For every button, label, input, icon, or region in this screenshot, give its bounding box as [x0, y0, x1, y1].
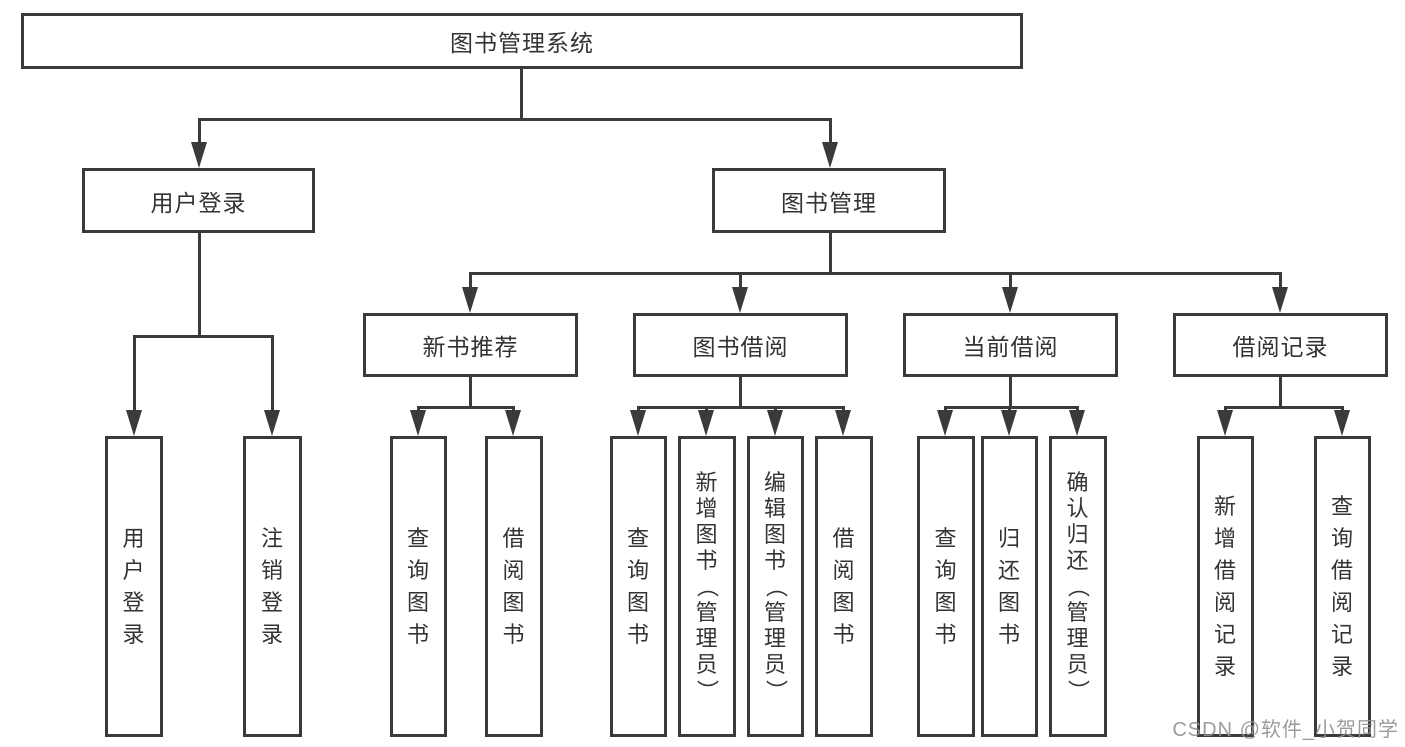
- connector-root-stub: [519, 67, 523, 121]
- node-current-borrow-label: 当前借阅: [962, 334, 1059, 360]
- connector-book-management-branch: [468, 272, 1282, 275]
- leaf-add-books-admin-label: 新增图书（管理员）: [694, 469, 720, 703]
- node-borrow-record: 借阅记录: [1173, 313, 1388, 377]
- leaf-edit-books-admin: 编辑图书（管理员）: [747, 436, 804, 737]
- arrow-to-query-record: [1334, 406, 1351, 436]
- leaf-edit-books-admin-label: 编辑图书（管理员）: [763, 469, 789, 703]
- leaf-query-borrow-record-label: 查询借阅记录: [1330, 493, 1354, 679]
- arrow-to-current-borrow: [1001, 272, 1019, 313]
- leaf-borrow-borrow-books-label: 借阅图书: [832, 525, 856, 647]
- leaf-logout: 注销登录: [243, 436, 302, 737]
- arrow-to-book-management: [821, 118, 839, 168]
- arrow-to-borrow-record: [1271, 272, 1289, 313]
- leaf-add-books-admin: 新增图书（管理员）: [678, 436, 736, 737]
- arrow-to-return-books: [1001, 406, 1018, 436]
- connector-current-borrow-stub: [1008, 377, 1012, 409]
- node-user-login-label: 用户登录: [150, 189, 247, 216]
- leaf-return-books-label: 归还图书: [997, 525, 1021, 647]
- arrow-to-user-login: [190, 118, 208, 168]
- node-new-book-recommend: 新书推荐: [363, 313, 578, 377]
- connector-borrow-record-branch: [1224, 406, 1344, 409]
- connector-borrow-record-stub: [1279, 377, 1282, 409]
- node-root-label: 图书管理系统: [450, 30, 594, 56]
- leaf-borrow-borrow-books: 借阅图书: [815, 436, 873, 737]
- arrow-to-confirm-return: [1069, 406, 1086, 436]
- connector-user-login-stub: [197, 233, 201, 338]
- arrow-to-add-books: [698, 406, 715, 436]
- node-book-borrow: 图书借阅: [633, 313, 848, 377]
- leaf-newbook-borrow-books: 借阅图书: [485, 436, 543, 737]
- connector-new-book-stub: [468, 377, 472, 409]
- leaf-newbook-query-books-label: 查询图书: [406, 525, 430, 647]
- leaf-borrow-query-books: 查询图书: [610, 436, 667, 737]
- arrow-to-add-record: [1217, 406, 1234, 436]
- node-book-borrow-label: 图书借阅: [692, 334, 789, 360]
- arrow-to-current-query: [937, 406, 954, 436]
- leaf-newbook-borrow-books-label: 借阅图书: [502, 525, 526, 647]
- node-current-borrow: 当前借阅: [903, 313, 1118, 377]
- leaf-add-borrow-record: 新增借阅记录: [1197, 436, 1254, 737]
- leaf-logout-label: 注销登录: [260, 525, 284, 647]
- connector-user-login-branch: [132, 335, 274, 338]
- arrow-to-leaf-logout: [263, 335, 281, 436]
- leaf-user-login: 用户登录: [105, 436, 163, 737]
- arrow-to-newbook-borrow: [505, 406, 522, 436]
- node-root: 图书管理系统: [21, 13, 1023, 69]
- arrow-to-new-book-recommend: [461, 272, 479, 313]
- node-book-management-label: 图书管理: [781, 189, 877, 216]
- leaf-borrow-query-books-label: 查询图书: [626, 525, 650, 647]
- arrow-to-borrow-books: [835, 406, 852, 436]
- leaf-confirm-return-admin: 确认归还（管理员）: [1049, 436, 1107, 737]
- csdn-watermark: CSDN @软件_小贺同学: [1172, 719, 1399, 741]
- node-new-book-recommend-label: 新书推荐: [422, 334, 519, 360]
- connector-book-borrow-branch: [637, 406, 845, 409]
- leaf-add-borrow-record-label: 新增借阅记录: [1213, 493, 1237, 679]
- arrow-to-borrow-query: [630, 406, 647, 436]
- leaf-current-query-books: 查询图书: [917, 436, 975, 737]
- leaf-current-query-books-label: 查询图书: [934, 525, 958, 647]
- leaf-return-books: 归还图书: [981, 436, 1038, 737]
- node-book-management: 图书管理: [712, 168, 946, 233]
- node-borrow-record-label: 借阅记录: [1232, 334, 1329, 360]
- connector-current-borrow-branch: [944, 406, 1079, 409]
- connector-book-management-stub: [828, 233, 832, 275]
- leaf-newbook-query-books: 查询图书: [390, 436, 447, 737]
- arrow-to-leaf-user-login: [125, 335, 143, 436]
- leaf-confirm-return-admin-label: 确认归还（管理员）: [1065, 469, 1091, 703]
- connector-book-borrow-stub: [738, 377, 742, 409]
- leaf-user-login-label: 用户登录: [122, 525, 146, 647]
- leaf-query-borrow-record: 查询借阅记录: [1314, 436, 1371, 737]
- arrow-to-book-borrow: [731, 272, 749, 313]
- arrow-to-edit-books: [767, 406, 784, 436]
- connector-new-book-branch: [417, 406, 515, 409]
- node-user-login: 用户登录: [82, 168, 315, 233]
- connector-root-branch: [197, 118, 832, 121]
- arrow-to-newbook-query: [410, 406, 427, 436]
